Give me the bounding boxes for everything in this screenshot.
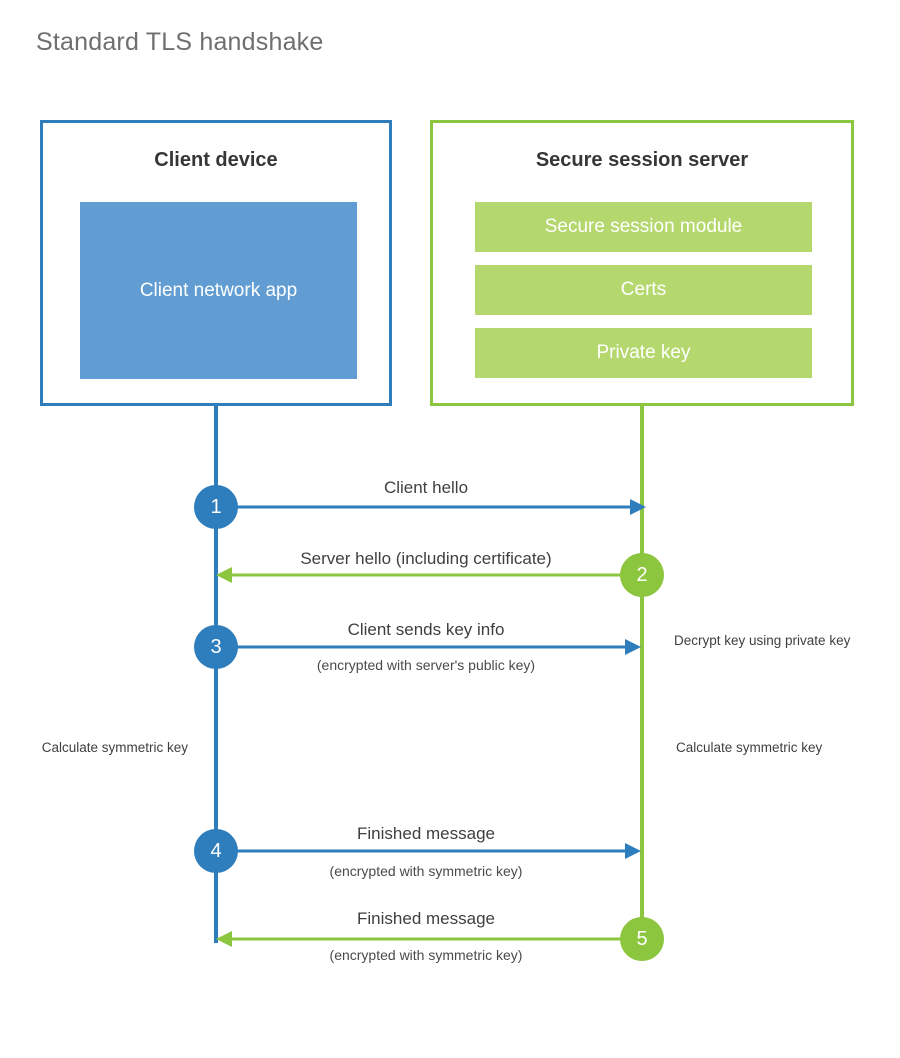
message-sublabel-step-3: (encrypted with server's public key)	[316, 657, 536, 673]
note-client-calculate-symmetric-key: Calculate symmetric key	[41, 740, 188, 755]
client-device-box: Client device Client network app	[40, 120, 392, 406]
server-module-private-key: Private key	[475, 328, 812, 378]
note-server-decrypt-key: Decrypt key using private key	[674, 633, 851, 648]
page-title: Standard TLS handshake	[36, 28, 324, 56]
message-label-step-1: Client hello	[383, 478, 469, 497]
client-device-title: Client device	[154, 149, 278, 171]
step-marker-3[interactable]: 3	[194, 625, 238, 669]
message-label-step-2: Server hello (including certificate)	[300, 549, 552, 568]
message-label-step-4: Finished message	[357, 824, 495, 843]
secure-session-server-box: Secure session server Secure session mod…	[430, 120, 854, 406]
arrow-step-1	[216, 499, 646, 515]
message-sublabel-step-5: (encrypted with symmetric key)	[329, 947, 523, 963]
secure-session-server-title: Secure session server	[535, 149, 749, 171]
arrow-step-5	[216, 931, 640, 947]
arrow-step-3	[216, 639, 641, 655]
message-label-step-5: Finished message	[357, 909, 495, 928]
server-lifeline	[640, 406, 644, 941]
message-sublabel-step-4: (encrypted with symmetric key)	[329, 863, 523, 879]
message-label-step-3: Client sends key info	[347, 620, 505, 639]
client-lifeline	[214, 406, 218, 943]
server-module-secure-session-module: Secure session module	[475, 202, 812, 252]
arrow-step-4	[216, 843, 641, 859]
arrow-step-2	[216, 567, 640, 583]
step-marker-1[interactable]: 1	[194, 485, 238, 529]
note-server-calculate-symmetric-key: Calculate symmetric key	[676, 740, 823, 755]
step-marker-4[interactable]: 4	[194, 829, 238, 873]
server-module-certs: Certs	[475, 265, 812, 315]
step-marker-2[interactable]: 2	[620, 553, 664, 597]
step-marker-5[interactable]: 5	[620, 917, 664, 961]
client-network-app-block: Client network app	[80, 202, 357, 379]
